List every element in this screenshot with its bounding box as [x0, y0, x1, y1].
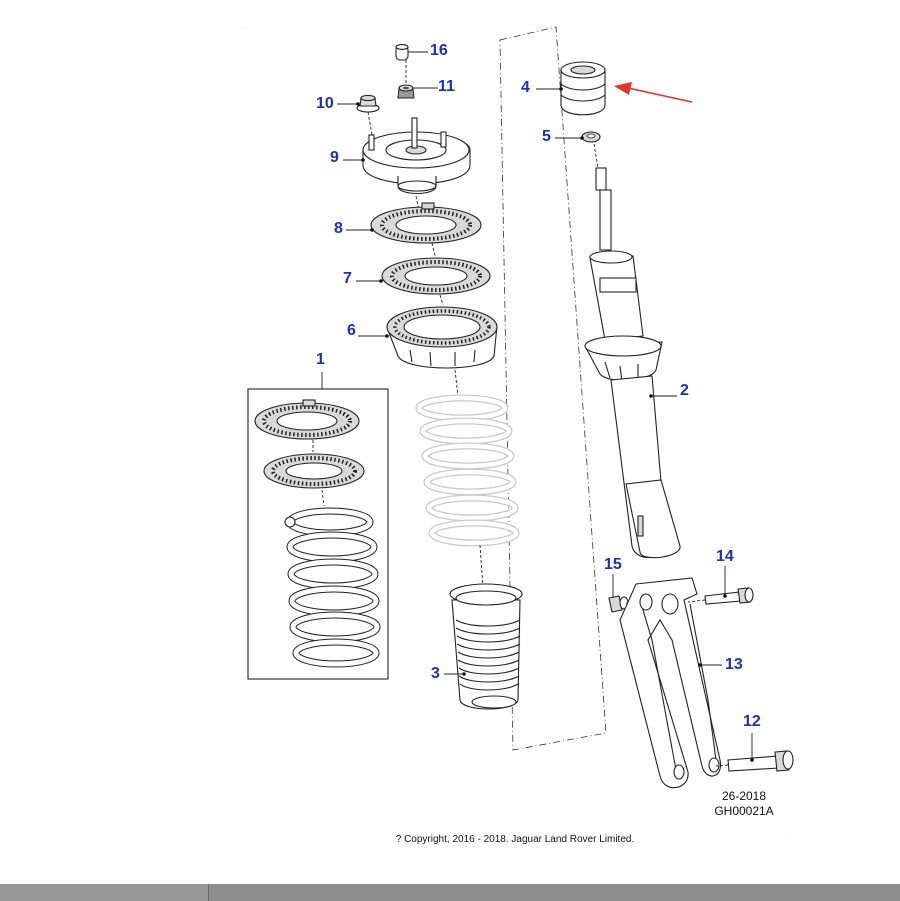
part-14-bolt: [704, 587, 754, 605]
part-11-nut: [397, 84, 415, 99]
bottom-status-bar: [0, 884, 900, 901]
part-1-spring-kit: [254, 399, 381, 668]
callout-16: 16: [430, 42, 448, 59]
callout-8: 8: [334, 220, 343, 237]
part-8-upper-spring-seat: [370, 202, 482, 244]
kit-box-1: [247, 388, 389, 680]
spring-ghost: [415, 394, 520, 547]
callout-5: 5: [542, 128, 551, 145]
bottom-bar-divider: [208, 884, 209, 901]
bottom-bar-left-panel: [0, 884, 208, 901]
highlight-arrow: [614, 82, 693, 103]
callout-1: 1: [316, 351, 325, 368]
part-12-bolt: [727, 750, 794, 772]
callout-3: 3: [431, 665, 440, 682]
part-9-top-mount: [362, 117, 471, 195]
part-2-shock-absorber: [584, 167, 681, 559]
svg-text:.: .: [241, 23, 243, 30]
part-7-spring-isolator: [381, 257, 491, 295]
part-4-bump-stop: [560, 61, 606, 116]
part-15-nut: [608, 595, 629, 613]
part-5-washer: [581, 131, 601, 143]
callout-2: 2: [680, 382, 689, 399]
part-3-dust-boot: [449, 583, 523, 710]
reference-code-date: 26-2018: [721, 789, 767, 803]
callout-6: 6: [347, 322, 356, 339]
callout-11: 11: [438, 78, 455, 95]
reference-code-illustration: GH00021A: [714, 804, 774, 818]
callout-4: 4: [521, 79, 530, 96]
callout-7: 7: [343, 270, 352, 287]
callout-14: 14: [716, 548, 734, 565]
part-6-spring-seat: [386, 306, 498, 369]
callout-10: 10: [316, 95, 334, 112]
callout-13: 13: [725, 656, 743, 673]
part-16-cap: [395, 44, 409, 61]
part-13-lower-bracket: [619, 577, 722, 789]
callout-9: 9: [330, 149, 339, 166]
callout-12: 12: [743, 713, 761, 730]
callout-15: 15: [604, 556, 622, 573]
copyright-notice: ? Copyright, 2016 - 2018. Jaguar Land Ro…: [395, 834, 635, 845]
svg-text:.: .: [788, 831, 790, 838]
part-10-flange-nut: [356, 94, 380, 113]
